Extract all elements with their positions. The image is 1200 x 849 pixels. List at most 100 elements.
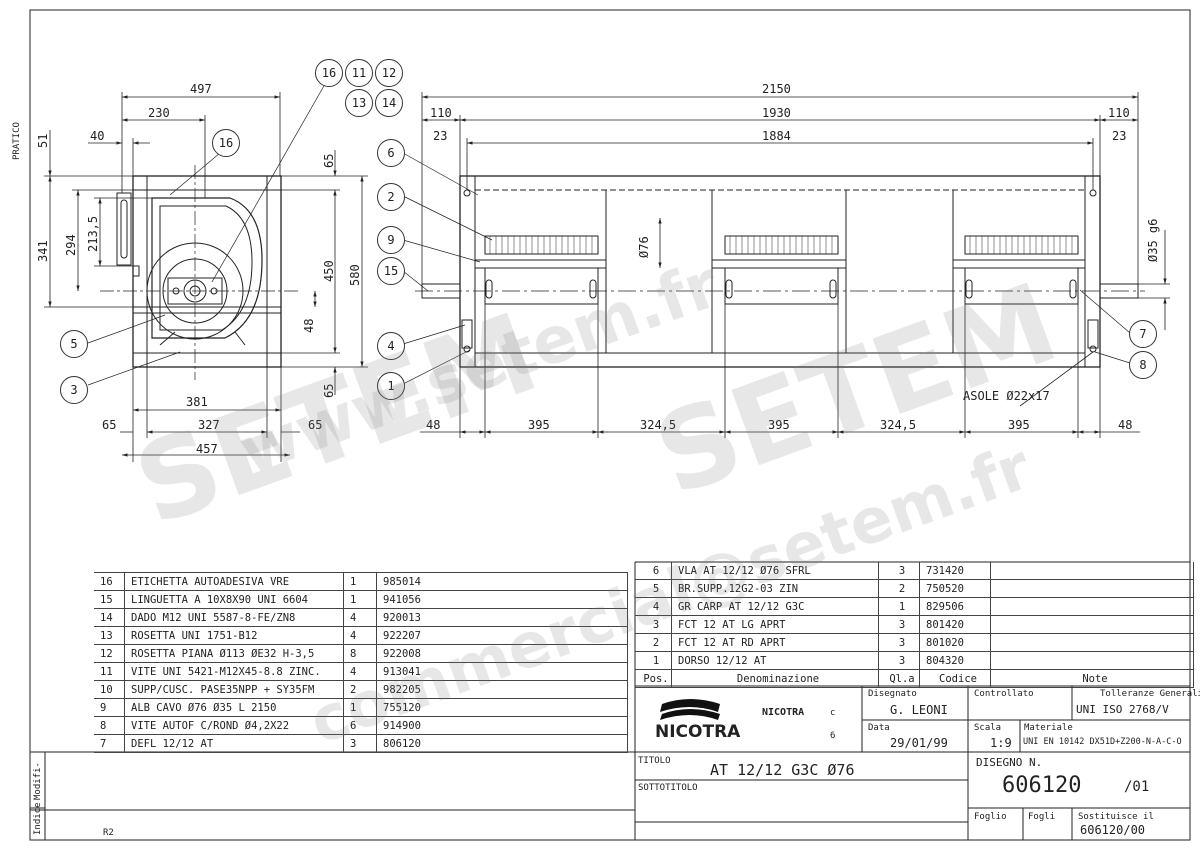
brand-mark-1: c [830,708,836,718]
sheet-code: PRATICO [12,122,22,160]
dim-40: 40 [90,129,105,143]
part-quantity: 1 [343,698,377,717]
dim-65-bottom: 65 [322,383,336,398]
brand-logo-text: NICOTRA [655,722,741,742]
part-pos: 4 [635,597,672,616]
balloon-1: 1 [377,372,405,400]
part-pos: 10 [94,680,125,699]
part-pos: 12 [94,644,125,663]
header-pos: Pos. [635,669,672,688]
fan-wheel-2 [711,235,847,305]
part-note [990,597,1194,616]
corner-mark: R2 [103,828,114,838]
part-quantity: 3 [343,734,377,753]
label-modifiche: Modifi- [33,762,43,800]
balloon-4: 4 [377,332,405,360]
part-quantity: 4 [343,608,377,627]
part-quantity: 3 [878,562,920,580]
dim-diameter-76: Ø76 [637,236,651,258]
dim-324-5-2: 324,5 [880,418,917,432]
balloon-3: 3 [60,376,88,404]
part-code: 806120 [376,734,628,753]
header-description: Denominazione [671,669,879,688]
part-code: 801020 [919,633,991,652]
part-quantity: 1 [343,572,377,591]
part-code: 731420 [919,562,991,580]
part-quantity: 2 [878,579,920,598]
label-disegnato: Disegnato [868,689,917,699]
balloon-16: 16 [212,129,240,157]
part-pos: 1 [635,651,672,670]
dim-2150: 2150 [762,82,791,96]
part-code: 829506 [919,597,991,616]
value-revisione: /01 [1124,779,1150,795]
label-scala: Scala [974,723,1002,733]
part-code: 920013 [376,608,628,627]
fan-wheel-1 [474,235,607,305]
part-pos: 14 [94,608,125,627]
part-code: 914900 [376,716,628,735]
value-tolleranze: UNI ISO 2768/V [1076,703,1169,716]
end-view [100,165,300,380]
header-quantity: Ql.a [878,669,920,688]
part-pos: 6 [635,562,672,580]
value-disegno-n: 606120 [1002,773,1082,798]
dim-110-right: 110 [1108,106,1130,120]
dim-327: 327 [198,418,220,432]
label-controllato: Controllato [974,689,1034,699]
part-description: VITE UNI 5421-M12X45-8.8 ZINC. [124,662,344,681]
label-foglio: Foglio [974,812,1007,822]
balloon-6: 6 [377,139,405,167]
part-code: 755120 [376,698,628,717]
part-code: 922207 [376,626,628,645]
fan-wheel-3 [952,235,1086,305]
dim-497: 497 [190,82,212,96]
part-quantity: 8 [343,644,377,663]
value-data: 29/01/99 [890,736,948,750]
part-quantity: 2 [343,680,377,699]
dim-230: 230 [148,106,170,120]
part-description: FCT 12 AT RD APRT [671,633,879,652]
part-note [990,633,1194,652]
part-quantity: 4 [343,626,377,645]
part-description: DADO M12 UNI 5587-8-FE/ZN8 [124,608,344,627]
dim-diameter-35: Ø35 g6 [1146,218,1160,262]
dim-580: 580 [348,264,362,286]
dim-395-1: 395 [528,418,550,432]
part-pos: 2 [635,633,672,652]
balloon-5: 5 [60,330,88,358]
value-disegnato: G. LEONI [890,703,948,717]
dim-65-left: 65 [102,418,117,432]
part-quantity: 4 [343,662,377,681]
balloon-7: 7 [1129,320,1157,348]
dim-65-top: 65 [322,153,336,168]
part-quantity: 1 [878,597,920,616]
label-sottotitolo: SOTTOTITOLO [638,783,698,793]
balloon-2: 2 [377,183,405,211]
part-pos: 8 [94,716,125,735]
part-pos: 11 [94,662,125,681]
part-description: ROSETTA UNI 1751-B12 [124,626,344,645]
value-scala: 1:9 [990,736,1012,750]
part-quantity: 3 [878,615,920,634]
label-fogli: Fogli [1028,812,1056,822]
dim-51: 51 [36,133,50,148]
value-sostituisce: 606120/00 [1080,823,1146,837]
part-quantity: 6 [343,716,377,735]
balloon-8: 8 [1129,351,1157,379]
dim-1930: 1930 [762,106,791,120]
part-pos: 9 [94,698,125,717]
brand-mark-2: 6 [830,731,836,741]
part-pos: 16 [94,572,125,591]
